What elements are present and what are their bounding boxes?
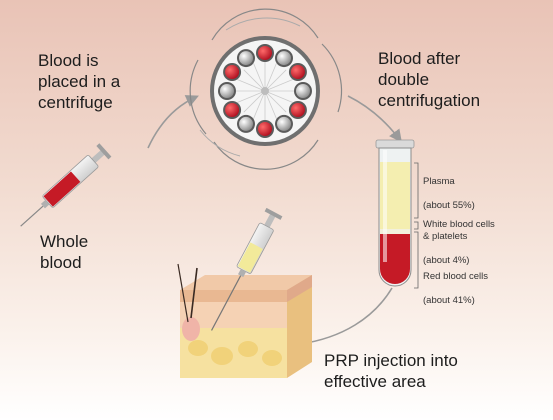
layer-label-white-cells: White blood cells & platelets (about 4%) [423, 207, 495, 267]
centrifuge-tube-grey [239, 51, 253, 66]
prp-syringe-icon [211, 207, 283, 331]
whole-blood-syringe-icon [20, 143, 112, 227]
layer-name: Plasma [423, 176, 455, 187]
arrow-centrifuge-to-tube [347, 95, 402, 143]
centrifuge-tube-red [290, 103, 305, 117]
centrifuge-tube-grey [296, 84, 310, 98]
centrifuge-tube-red [258, 122, 272, 136]
layer-callouts [414, 162, 419, 289]
layer-name: White blood cells & platelets [423, 219, 495, 242]
centrifuge-tube-red [290, 65, 305, 79]
label-prp-injection: PRP injection into effective area [324, 351, 458, 391]
layer-share: (about 55%) [423, 200, 475, 211]
layer-name: Red blood cells [423, 271, 488, 282]
test-tube-icon [375, 139, 415, 287]
centrifuge-tube-red [225, 103, 240, 117]
label-centrifuge-step: Blood is placed in a centrifuge [38, 51, 121, 112]
layer-label-plasma: Plasma (about 55%) [423, 164, 475, 212]
centrifuge-tube-grey [239, 116, 253, 131]
label-double-centrifugation: Blood after double centrifugation [378, 49, 481, 110]
centrifuge-icon [189, 8, 343, 170]
arrow-whole-to-centrifuge [147, 95, 199, 149]
arrow-tube-to-injection [296, 287, 393, 349]
centrifuge-tube-red [225, 65, 240, 79]
tube-layer-white-cells [380, 229, 410, 234]
skin-block-icon [177, 263, 312, 378]
layer-share: (about 41%) [423, 295, 475, 306]
tube-layer-red-cells [380, 233, 410, 284]
centrifuge-tube-grey [277, 116, 291, 131]
layer-share: (about 4%) [423, 255, 470, 266]
centrifuge-tube-grey [220, 84, 234, 98]
layer-label-red-cells: Red blood cells (about 41%) [423, 259, 488, 307]
label-whole-blood: Whole blood [40, 232, 89, 272]
centrifuge-tube-red [258, 46, 272, 60]
centrifuge-tube-grey [277, 51, 291, 66]
